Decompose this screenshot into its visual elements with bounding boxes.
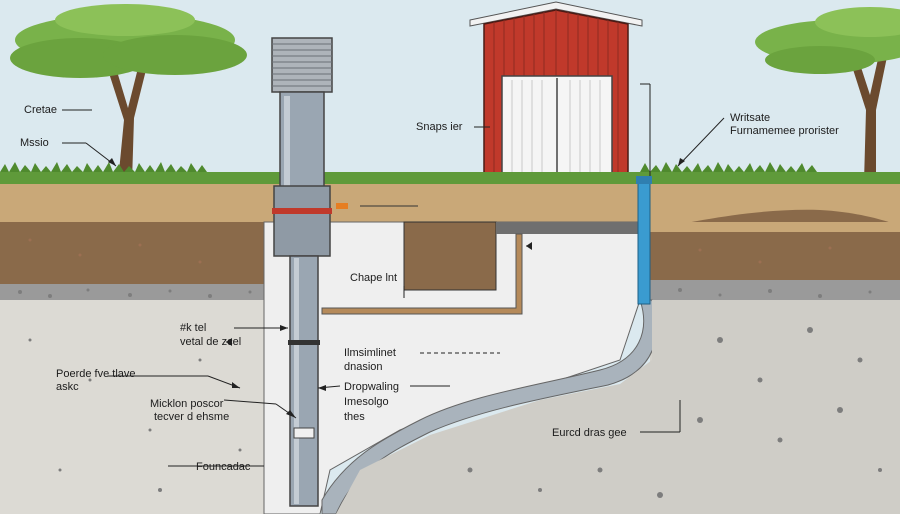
label-writsate-1: Writsate <box>730 112 771 124</box>
label-chapeiat: Chape lnt <box>350 272 398 284</box>
deep-fill <box>336 300 900 514</box>
label-micklon-2: tecver d ehsme <box>154 411 230 423</box>
bedrock-left <box>0 300 264 514</box>
soil-block <box>403 221 497 291</box>
grass-strip <box>0 172 900 186</box>
gravel-right <box>650 280 900 302</box>
water-pipe <box>637 179 651 305</box>
barn <box>469 1 643 181</box>
leader-arrows <box>108 158 685 418</box>
label-crease: Cretae <box>24 104 58 116</box>
well-casing <box>271 37 333 507</box>
label-snapsier: Snaps ier <box>416 121 463 133</box>
label-iimsimilimet-1: Ilmsimlinet <box>344 347 396 359</box>
right-tree <box>755 7 900 182</box>
label-mssio: Mssio <box>20 137 49 149</box>
label-micklon-1: Micklon poscor <box>150 398 224 410</box>
label-dropwaling-2: Imesolgo <box>344 396 389 408</box>
dark-soil-left <box>0 222 272 288</box>
label-foundac: Founcadac <box>196 461 251 473</box>
leader-lines <box>62 83 725 467</box>
label-peerde-2: askc <box>56 381 79 393</box>
label-vertal-2: vetal de zcel <box>180 336 242 348</box>
gravel-left <box>0 284 272 302</box>
drain-channel <box>321 299 658 514</box>
label-writsate-2: Furnamemee prorister <box>730 125 839 137</box>
label-iimsimilimet-2: dnasion <box>344 361 383 373</box>
left-tree <box>10 4 247 182</box>
label-peerde-1: Poerde fve tlave <box>56 368 136 380</box>
soil-specks <box>28 238 832 264</box>
label-dropwaling-3: thes <box>344 411 365 423</box>
label-vertal-1: #k tel <box>180 322 207 334</box>
gravel-specks <box>18 288 882 498</box>
service-line <box>321 233 523 315</box>
label-eurcd: Eurcd dras gee <box>552 427 627 439</box>
label-dropwaling-1: Dropwaling <box>344 381 400 393</box>
